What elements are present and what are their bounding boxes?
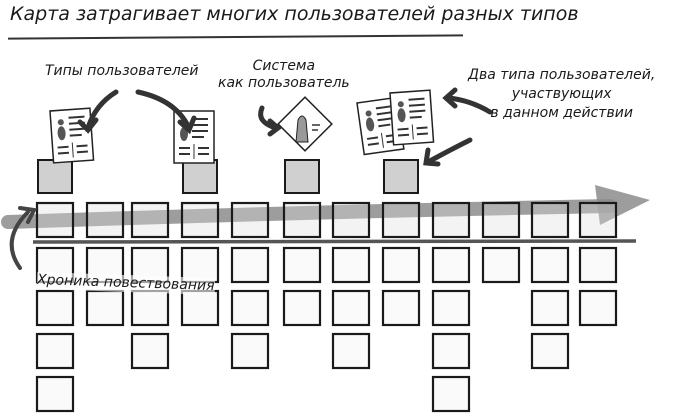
task-box (331, 289, 371, 327)
system-robot-icon (277, 96, 333, 152)
task-box (282, 246, 322, 284)
task-box (481, 246, 521, 284)
pointer-arrowhead (442, 87, 458, 109)
task-box (230, 332, 270, 370)
user-types-label: Типы пользователей (45, 63, 199, 79)
task-box (530, 246, 570, 284)
task-box (431, 246, 471, 284)
task-box (130, 332, 170, 370)
task-box (578, 246, 618, 284)
backbone-box (230, 201, 270, 239)
backbone-box (530, 201, 570, 239)
task-box (530, 289, 570, 327)
diagram-title: Карта затрагивает многих пользователей р… (10, 3, 579, 25)
system-label-line: Система (252, 58, 316, 74)
flow-return-arrowhead (18, 206, 38, 224)
task-box (431, 375, 471, 413)
task-box (35, 289, 75, 327)
task-box (85, 289, 125, 327)
task-box (35, 332, 75, 370)
backbone-box (381, 201, 421, 239)
user-box (37, 159, 73, 194)
two-types-line: Два типа пользователей, (468, 67, 656, 83)
pointer-arrowhead (423, 147, 441, 167)
backbone-box (35, 201, 75, 239)
backbone-box (578, 201, 618, 239)
task-box (381, 246, 421, 284)
user-box (284, 159, 320, 194)
two-user-types-label: Два типа пользователей, участвующих в да… (468, 66, 655, 123)
pointer-arrowhead (177, 115, 197, 135)
user-box (383, 159, 419, 194)
task-box (282, 289, 322, 327)
backbone-arrowhead (595, 185, 650, 225)
pointer-arrowhead (267, 118, 282, 137)
task-box (180, 289, 220, 327)
system-as-user-label: Система как пользователь (218, 58, 350, 92)
task-box (578, 289, 618, 327)
task-box (381, 289, 421, 327)
pointer-arrow (425, 137, 473, 165)
pointer-arrowhead (77, 117, 99, 134)
flow-return-arrow (9, 210, 30, 270)
task-box (130, 289, 170, 327)
task-box (431, 289, 471, 327)
pointer-arrow (85, 89, 119, 131)
persona-card-icon (49, 107, 95, 164)
backbone-arrow (1, 199, 617, 229)
task-box (530, 332, 570, 370)
pointer-arrow (135, 89, 191, 129)
pointer-arrow (445, 95, 493, 115)
backbone-box (130, 201, 170, 239)
task-box (331, 332, 371, 370)
system-label-line: как пользователь (218, 75, 350, 91)
pointer-arrow (258, 105, 279, 131)
backbone-box (282, 201, 322, 239)
two-types-line: участвующих (511, 86, 612, 102)
release-line (32, 239, 637, 244)
task-box (230, 289, 270, 327)
user-box (182, 159, 218, 194)
backbone-box (331, 201, 371, 239)
two-types-line: в данном действии (490, 105, 633, 121)
backbone-box (180, 201, 220, 239)
task-box (331, 246, 371, 284)
backbone-box (85, 201, 125, 239)
backbone-box (481, 201, 521, 239)
persona-card-icon (389, 89, 435, 146)
task-box (230, 246, 270, 284)
task-box (431, 332, 471, 370)
task-box (35, 375, 75, 413)
backbone-box (431, 201, 471, 239)
